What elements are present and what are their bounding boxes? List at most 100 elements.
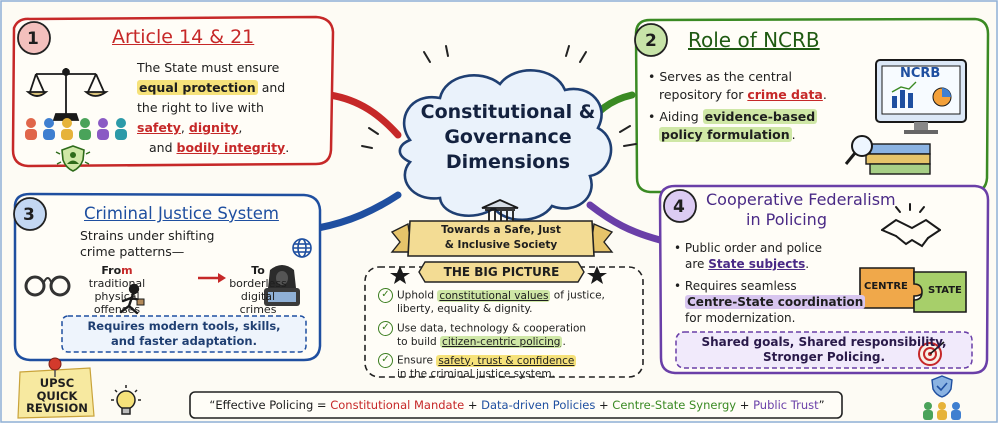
bp-i3-c: in the criminal justice system.	[397, 368, 555, 380]
from-line2: traditional	[88, 277, 146, 290]
box2-title: Role of NCRB	[688, 28, 820, 52]
target-icon	[918, 341, 945, 366]
number-1: 1	[27, 29, 39, 49]
highlight-centre-state-coordination: Centre-State coordination	[685, 295, 866, 309]
big-picture-list: ✓Uphold constitutional values of justice…	[378, 288, 640, 382]
box2-period2: .	[791, 127, 796, 142]
shield-person-icon	[55, 145, 91, 172]
highlight-evidence-based: evidence-based	[702, 109, 818, 124]
center-title-line2: Governance	[444, 126, 572, 148]
hacker-icon	[264, 265, 300, 306]
term-state-subjects: State subjects	[708, 257, 806, 271]
box1-line2: equal protection and	[137, 78, 289, 98]
number-badge-4	[663, 189, 697, 223]
box4-b2-line3: for modernization.	[685, 311, 796, 325]
formula-bar: “Effective Policing = Constitutional Man…	[196, 398, 838, 412]
scales-icon	[25, 68, 109, 121]
number-2: 2	[645, 31, 657, 51]
number-badge-3	[13, 197, 47, 231]
box1-line2-rest: and	[257, 80, 286, 95]
big-picture-item-2: ✓ Use data, technology & cooperation	[378, 320, 640, 336]
number-4: 4	[673, 197, 685, 217]
from-a: Fro	[101, 264, 122, 277]
bp-i2-d: .	[562, 335, 566, 348]
lightbulb-icon	[111, 385, 141, 415]
box4-bottom-note: Shared goals, Shared responsibility, Str…	[676, 335, 972, 365]
note-line3: REVISION	[26, 401, 88, 415]
formula-public-trust: Public Trust	[753, 398, 819, 412]
box4-bottom-line2: Stronger Policing.	[762, 350, 886, 364]
bp-i1-d: liberty, equality & dignity.	[397, 303, 533, 315]
box4-title-line2: in Policing	[746, 210, 827, 229]
puzzle-icon	[859, 267, 967, 313]
box2-text: • Serves as the central repository for c…	[648, 68, 827, 144]
box1-line4: safety, dignity,	[137, 118, 289, 138]
star-icon	[390, 266, 607, 284]
handcuffs-icon	[24, 275, 71, 297]
to-line3: digital	[240, 290, 276, 303]
box1-line3: the right to live with	[137, 100, 264, 115]
box2-b1-line1: Serves as the central	[659, 69, 792, 84]
term-crime-data: crime data	[747, 87, 823, 102]
box4-b2-line1: Requires seamless	[684, 279, 797, 293]
box3-bottom-line1: Requires modern tools, skills,	[87, 319, 281, 333]
box2-bullet1-cont: repository for crime data.	[648, 86, 827, 104]
note-line2: QUICK	[36, 388, 78, 403]
from-line3: physical	[94, 290, 140, 303]
center-title-line1: Constitutional &	[420, 101, 596, 123]
box3-line2: crime patterns—	[80, 244, 185, 259]
box4-text: • Public order and police are State subj…	[674, 240, 866, 326]
bp-i2-b: to build	[397, 335, 441, 348]
sticky-note	[17, 367, 95, 419]
formula-plus: +	[736, 398, 754, 412]
magnifier-books-icon	[844, 135, 931, 175]
highlight-safety-trust: safety, trust & confidence	[436, 354, 577, 367]
box1-and: and	[149, 140, 177, 155]
formula-synergy: Centre-State Synergy	[612, 398, 737, 412]
formula-constitutional-mandate: Constitutional Mandate	[330, 398, 465, 412]
box2-b1-line2: repository for	[659, 87, 748, 102]
upsc-note: UPSC QUICK REVISION	[24, 377, 90, 415]
box1-text: The State must ensure equal protection a…	[137, 58, 289, 158]
box3-bottom-note: Requires modern tools, skills, and faste…	[62, 319, 306, 349]
check-icon: ✓	[378, 288, 393, 303]
check-icon: ✓	[378, 320, 393, 336]
to-line4: crimes	[239, 303, 277, 316]
box1-title: Article 14 & 21	[112, 26, 255, 48]
box4-bullet2-cont: Centre-State coordination	[674, 294, 866, 310]
formula-close: ”	[818, 398, 825, 412]
highlight-citizen-centric: citizen-centric policing	[440, 335, 563, 348]
puzzle-centre-label: CENTRE	[864, 281, 908, 292]
box2-bullet2-cont: policy formulation.	[648, 126, 827, 144]
from-b: m	[121, 264, 133, 277]
box4-are: are	[685, 257, 709, 271]
box2-aiding: Aiding	[659, 109, 703, 124]
banner-ribbon	[390, 220, 614, 257]
box3-line1: Strains under shifting	[80, 228, 215, 243]
term-dignity: dignity	[188, 120, 239, 135]
formula-plus: +	[595, 398, 613, 412]
box1-line5: and bodily integrity.	[137, 138, 289, 158]
number-3: 3	[23, 205, 35, 225]
center-title-line3: Dimensions	[445, 151, 571, 173]
big-picture-title: THE BIG PICTURE	[443, 265, 560, 279]
arrow-right-icon	[198, 273, 226, 283]
bp-i2-a: Use data, technology & cooperation	[397, 322, 587, 334]
monitor-chart-icon	[875, 59, 967, 134]
box3-from: From traditional physical offenses	[84, 264, 150, 316]
highlight-policy-formulation: policy formulation	[659, 127, 792, 142]
box3-from-word: From	[84, 264, 150, 277]
box4-bullet1-cont: are State subjects.	[674, 256, 865, 272]
box4-title-line1: Cooperative Federalism	[706, 190, 896, 209]
globe-icon	[292, 238, 312, 258]
box4-bullet1: • Public order and police	[674, 241, 823, 255]
formula-open: “Effective Policing =	[209, 398, 331, 412]
box2-bullet2: • Aiding evidence-based	[648, 109, 818, 124]
center-title: Constitutional & Governance Dimensions	[418, 100, 598, 175]
box4-bullet2: • Requires seamless	[674, 279, 797, 293]
team-shield-icon	[923, 375, 961, 420]
box3-title: Criminal Justice System	[84, 204, 279, 223]
puzzle-state-label: STATE	[928, 285, 962, 296]
